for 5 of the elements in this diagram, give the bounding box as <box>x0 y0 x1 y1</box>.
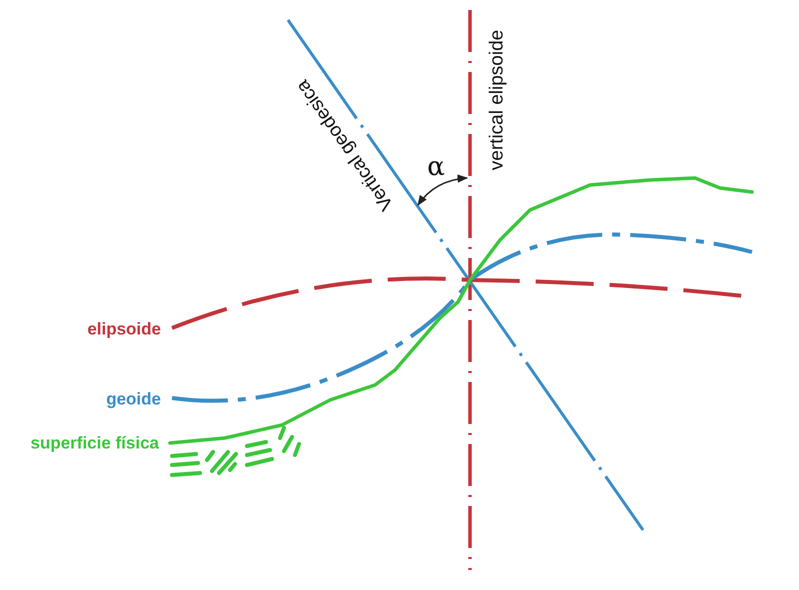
curve-label: elipsoide <box>87 320 161 338</box>
angle-symbol: α <box>427 154 445 180</box>
curve-label: geoide <box>106 390 161 408</box>
curve-label: superficie física <box>30 434 159 452</box>
axis-label: vertical elipsoide <box>488 30 506 170</box>
